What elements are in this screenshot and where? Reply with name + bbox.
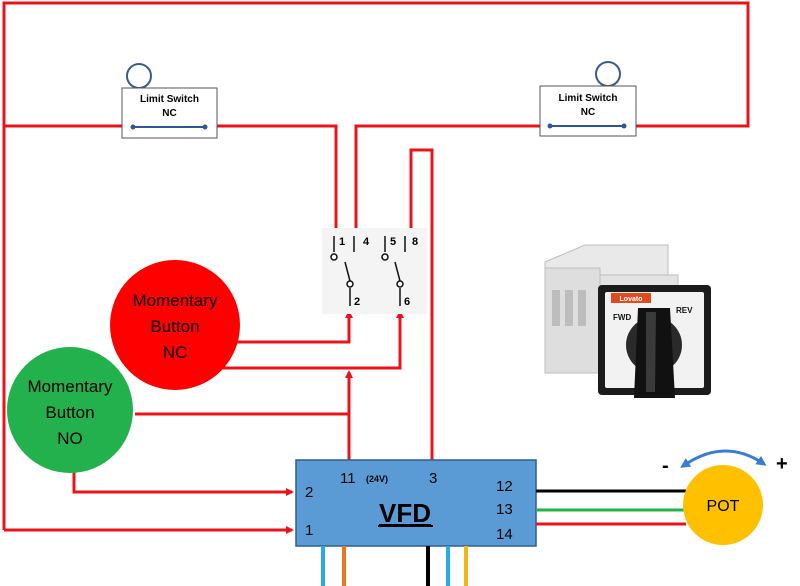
- contact-dot: [547, 123, 553, 129]
- wire-to-contact-4: [354, 124, 540, 230]
- wire-to-contact-1: [217, 124, 338, 230]
- limit-switch-left: Limit Switch NC: [121, 63, 218, 139]
- button-no-line1: Momentary: [27, 377, 113, 396]
- wire-nc-to-contact-6: [220, 310, 404, 370]
- contact-dot: [130, 124, 136, 130]
- selector-body-slot: [565, 290, 573, 326]
- pot-rotation-arrow-icon: [680, 449, 767, 468]
- contact-terminal-4: 4: [363, 236, 370, 248]
- vfd-terminal-13: 13: [496, 501, 513, 518]
- button-nc-circle: [110, 260, 240, 390]
- contact-block-background: [322, 228, 427, 314]
- contact-dot: [621, 123, 627, 129]
- selector-rev-label: REV: [676, 306, 693, 315]
- button-no-line3: NO: [57, 429, 83, 448]
- wire-contact-8-to-vfd-3: [409, 148, 434, 460]
- contact-terminal-2: 2: [354, 296, 360, 308]
- button-no-circle: [7, 347, 133, 473]
- vfd-terminal-3: 3: [429, 470, 437, 487]
- contact-dot: [202, 124, 208, 130]
- selector-body-slot: [552, 290, 560, 326]
- potentiometer: POT - +: [662, 449, 788, 545]
- limit-switch-right: Limit Switch NC: [539, 61, 637, 137]
- vfd-terminal-12: 12: [496, 478, 513, 495]
- limit-switch-title: Limit Switch: [140, 94, 199, 105]
- wire-top-loop: [2, 1, 750, 530]
- vfd-bottom-leads: [321, 546, 468, 586]
- button-nc-line2: Button: [150, 317, 199, 336]
- contact-dot: [381, 253, 389, 261]
- vfd-body: [295, 459, 537, 547]
- contact-terminal-6: 6: [404, 296, 410, 308]
- selector-brand-badge: [611, 293, 651, 303]
- wiring: [2, 1, 750, 534]
- selector-switch-photo: Lovato FWD REV: [544, 244, 711, 398]
- contact-dot: [346, 280, 354, 288]
- contact-dot: [396, 280, 404, 288]
- selector-body-slot: [578, 290, 586, 326]
- selector-brand: Lovato: [620, 296, 643, 303]
- vfd-terminal-11-note: (24V): [366, 474, 388, 484]
- contact-dot: [330, 253, 338, 261]
- limit-switch-body: [539, 85, 637, 137]
- vfd-terminal-1: 1: [305, 522, 313, 539]
- vfd-title: VFD: [379, 498, 431, 528]
- contact-terminal-8: 8: [412, 236, 418, 248]
- contact-terminal-1: 1: [339, 236, 345, 248]
- button-no-line2: Button: [45, 403, 94, 422]
- limit-switch-body: [121, 87, 218, 139]
- vfd-terminal-14: 14: [496, 526, 513, 543]
- momentary-button-no: Momentary Button NO: [7, 347, 133, 473]
- contact-block: [322, 228, 427, 314]
- momentary-button-nc: Momentary Button NC: [110, 260, 240, 390]
- pot-minus: -: [662, 455, 669, 477]
- selector-knob-highlight: [646, 312, 656, 392]
- pot-circle: [683, 465, 763, 545]
- limit-switch-title: Limit Switch: [559, 93, 618, 104]
- wire-nc-to-contact-2: [236, 310, 353, 344]
- vfd-terminal-11: 11: [340, 470, 356, 487]
- pot-plus: +: [776, 453, 788, 475]
- limit-switch-roller-icon: [126, 63, 152, 89]
- wire-no-to-vfd-2: [72, 470, 294, 496]
- contact-terminal-5: 5: [390, 236, 396, 248]
- selector-fwd-label: FWD: [613, 313, 631, 322]
- limit-switch-roller-icon: [595, 61, 621, 87]
- pot-label: POT: [707, 498, 740, 515]
- limit-switch-type: NC: [162, 108, 176, 119]
- pot-wires: [536, 489, 686, 526]
- button-nc-line3: NC: [163, 343, 188, 362]
- limit-switch-type: NC: [581, 107, 595, 118]
- vfd-unit: 11 (24V) 3 2 1 12 13 14 VFD: [295, 459, 537, 547]
- vfd-terminal-2: 2: [305, 484, 313, 501]
- button-nc-line1: Momentary: [132, 291, 218, 310]
- contact-lever: [394, 261, 401, 282]
- contact-lever: [344, 261, 351, 282]
